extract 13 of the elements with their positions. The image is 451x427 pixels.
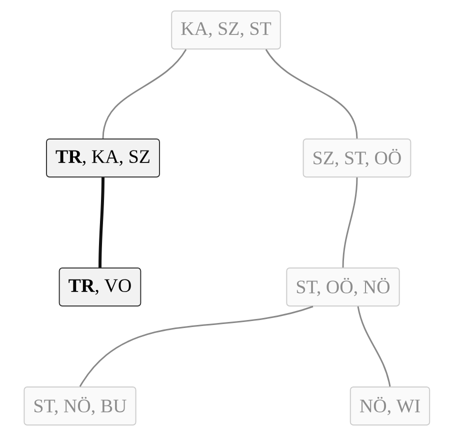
- tree-edge: [342, 177, 358, 268]
- tree-node-box: ST, OÖ, NÖ: [286, 268, 400, 306]
- tree-node-box: SZ, ST, OÖ: [302, 138, 412, 178]
- tree-node-box: TR, KA, SZ: [46, 138, 160, 178]
- tree-edge: [357, 306, 391, 387]
- tree-node-box: TR, VO: [58, 268, 142, 306]
- tree-node-box: KA, SZ, ST: [171, 10, 281, 50]
- tree-node-box: NÖ, WI: [350, 386, 430, 426]
- tree-edge: [265, 49, 358, 139]
- tree-edge: [79, 306, 314, 387]
- tree-node-box: ST, NÖ, BU: [24, 386, 136, 426]
- tree-edge: [98, 177, 104, 268]
- tree-edge: [102, 49, 187, 139]
